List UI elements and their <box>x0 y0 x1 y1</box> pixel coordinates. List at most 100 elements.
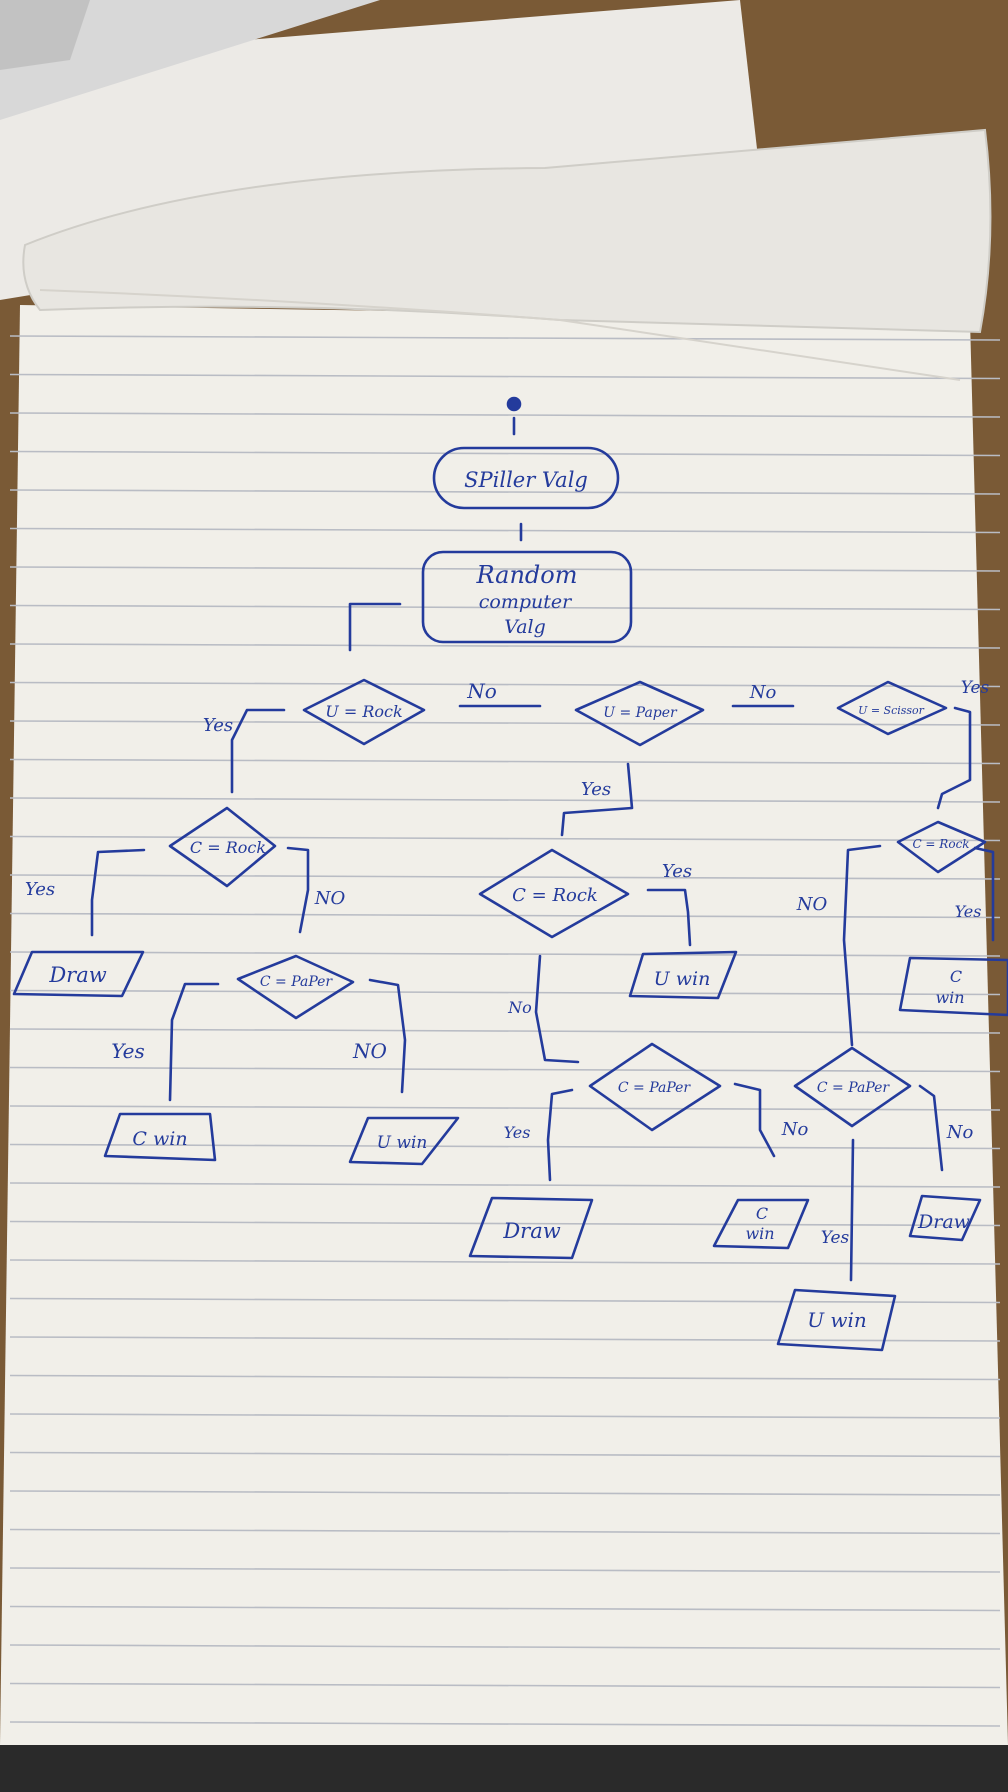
c-rock-2-diamond <box>478 848 630 939</box>
ruled-line <box>9 720 1001 726</box>
ruled-line <box>9 989 1001 996</box>
ruled-line <box>9 373 1001 380</box>
edge-crock2-yes <box>646 888 692 947</box>
ruled-line <box>9 1105 1001 1111</box>
ruled-line <box>9 566 1001 572</box>
c-paper-1-label: C = PaPer <box>260 974 334 990</box>
edge-crock2-no-label: No <box>507 998 532 1017</box>
c-win-2-box <box>712 1198 810 1250</box>
edge-crock1-no-label: NO <box>314 888 346 909</box>
ruled-line <box>9 643 1001 649</box>
u-paper-label: U = Paper <box>603 705 678 721</box>
c-paper-2-diamond <box>588 1042 722 1132</box>
c-paper-3-label: C = PaPer <box>817 1080 891 1096</box>
random-label-line1: Random <box>476 561 578 589</box>
edge-cpaper2-yes <box>546 1088 574 1182</box>
ruled-line <box>9 835 1001 842</box>
flowchart-text: SPiller Valg Random computer Valg U = Ro… <box>25 468 990 1332</box>
ruled-line <box>9 1028 1001 1034</box>
c-win-1-label: C win <box>132 1128 187 1150</box>
notepad-page <box>0 305 1008 1745</box>
flowchart-ink <box>12 396 1008 1352</box>
draw-3-box <box>908 1194 982 1242</box>
ruled-line <box>9 1567 1001 1573</box>
c-win-3-label-line1: C <box>950 967 962 986</box>
ruled-line <box>9 1182 1001 1188</box>
edge-no-1-label: No <box>466 679 497 703</box>
folded-page-flap <box>22 128 992 334</box>
u-scissor-diamond <box>836 680 948 736</box>
draw-1-box <box>12 950 145 998</box>
ruled-line <box>9 797 1001 803</box>
edge-upaper-yes <box>560 762 634 837</box>
edge-crock1-yes <box>90 848 146 937</box>
draw-1-label: Draw <box>48 963 106 987</box>
edge-crock3-no <box>842 844 882 1047</box>
edge-crock1-yes-label: Yes <box>25 879 55 900</box>
edge-cpaper3-yes-label: Yes <box>821 1228 850 1248</box>
ruled-line <box>9 527 1001 534</box>
edge-crock3-yes-label: Yes <box>955 902 982 921</box>
edge-urock-yes-label: Yes <box>203 715 233 736</box>
edge-cpaper2-yes-label: Yes <box>504 1123 531 1142</box>
ruled-line <box>9 450 1001 457</box>
edge-uscissor-yes <box>936 706 972 810</box>
ruled-line <box>9 604 1001 611</box>
c-win-2-label-line1: C <box>756 1204 768 1223</box>
ruled-line <box>9 1721 1001 1727</box>
random-label-line2: computer <box>479 591 573 613</box>
edge-cpaper1-yes-label: Yes <box>111 1039 145 1063</box>
u-paper-diamond <box>574 680 705 747</box>
c-rock-1-label: C = Rock <box>190 838 266 857</box>
edge-urock-yes <box>230 708 286 794</box>
c-paper-1-diamond <box>236 954 355 1020</box>
c-win-3-label-line2: win <box>935 988 964 1007</box>
ruled-line <box>9 1336 1001 1342</box>
edge-cpaper2-no <box>733 1082 776 1158</box>
edge-crock2-yes-label: Yes <box>662 861 692 882</box>
edge-random-urock <box>348 602 402 652</box>
draw-3-label: Draw <box>917 1211 970 1233</box>
ruled-line <box>9 1451 1001 1458</box>
draw-2-box <box>468 1196 594 1260</box>
ruled-line <box>9 1066 1001 1073</box>
u-win-2-label: U win <box>654 968 711 990</box>
edge-no-2-label: No <box>749 682 777 703</box>
u-win-2-box <box>628 950 738 1000</box>
ruled-line <box>9 912 1001 919</box>
ruled-line <box>9 1259 1001 1265</box>
edge-crock3-no-label: NO <box>796 894 828 915</box>
c-win-1-box <box>103 1112 217 1162</box>
edge-cpaper1-no <box>368 978 407 1094</box>
random-computer-box <box>421 550 633 644</box>
u-rock-label: U = Rock <box>325 702 402 721</box>
ruled-line <box>9 951 1001 957</box>
ruled-line <box>9 1490 1001 1496</box>
edge-crock2-no <box>534 954 580 1064</box>
edge-cpaper2-no-label: No <box>781 1119 809 1140</box>
u-rock-diamond <box>302 678 426 746</box>
edge-crock3-yes <box>973 846 995 942</box>
edge-upaper-yes-label: Yes <box>581 779 611 800</box>
ruled-line <box>9 1682 1001 1689</box>
draw-2-label: Draw <box>502 1219 560 1243</box>
c-rock-3-label: C = Rock <box>912 837 969 851</box>
edge-cpaper3-no <box>918 1084 944 1172</box>
ruled-line <box>9 1297 1001 1304</box>
dark-bottom-edge <box>0 1745 1008 1792</box>
u-win-3-label: U win <box>807 1308 867 1332</box>
c-rock-2-label: C = Rock <box>512 885 598 906</box>
ruled-lines <box>9 335 1001 1727</box>
c-win-2-label-line2: win <box>745 1224 774 1243</box>
ruled-line <box>9 335 1001 341</box>
spiller-valg-label: SPiller Valg <box>464 468 588 492</box>
c-paper-2-label: C = PaPer <box>618 1080 692 1096</box>
ruled-line <box>9 1605 1001 1612</box>
edge-cpaper3-yes <box>849 1138 855 1282</box>
ruled-line <box>9 489 1001 495</box>
laptop-corner <box>0 0 380 120</box>
c-win-3-box <box>898 956 1008 1017</box>
edge-cpaper1-yes <box>168 982 220 1102</box>
u-scissor-label: U = Scissor <box>858 704 925 717</box>
edge-uscissor-yes-label: Yes <box>961 678 990 698</box>
